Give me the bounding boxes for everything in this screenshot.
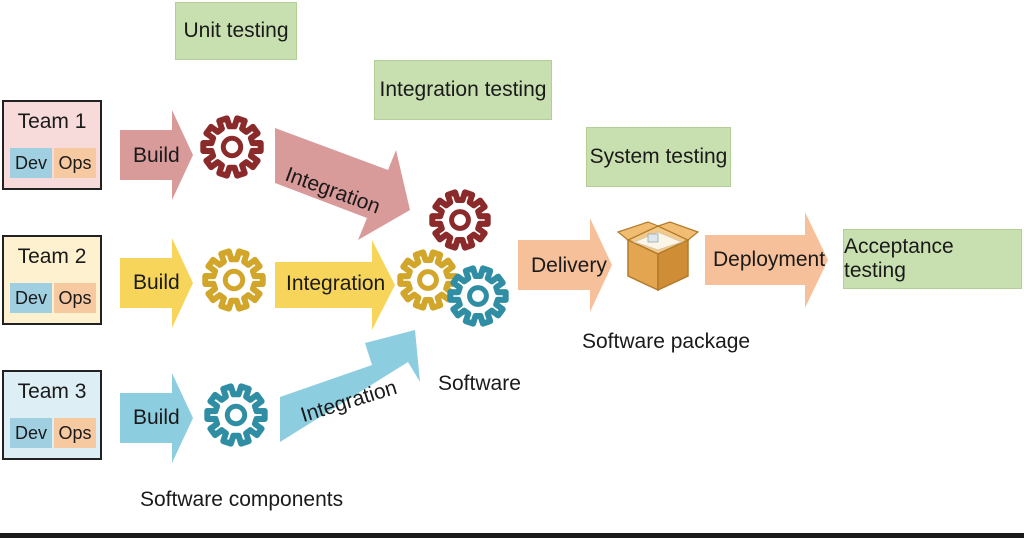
deployment-label: Deployment [713,248,826,271]
dev-tag: Dev [10,418,52,448]
system-testing-box: System testing [586,127,731,187]
build-label-1: Build [133,144,180,167]
integration-arrow-blue [280,330,420,442]
integration-arrow-yellow [275,240,395,330]
ops-tag: Ops [54,148,96,178]
build-arrow-team-2 [120,238,193,328]
ops-tag: Ops [54,283,96,313]
integration-label-yellow: Integration [286,272,386,295]
software-package-caption: Software package [582,330,751,353]
ops-tag: Ops [54,418,96,448]
team-name: Team 3 [17,380,87,403]
build-label-3: Build [133,406,180,429]
delivery-label: Delivery [531,254,607,277]
team-card-3: Team 3 Dev Ops [2,370,102,460]
integration-testing-box: Integration testing [374,60,552,120]
package-box-icon [616,221,700,292]
software-components-caption: Software components [140,488,344,511]
team-card-2: Team 2 Dev Ops [2,235,102,325]
unit-testing-box: Unit testing [175,2,297,60]
gear-icon-blue-software [447,265,509,327]
build-arrow-team-1 [120,110,193,200]
gear-icon-yellow-component [202,248,266,312]
dev-tag: Dev [10,283,52,313]
deployment-arrow [705,212,828,308]
acceptance-testing-box: Acceptance testing [843,229,1022,289]
team-name: Team 2 [17,245,87,268]
gear-icon-blue-component [204,383,268,447]
build-label-2: Build [133,271,180,294]
team-card-1: Team 1 Dev Ops [2,100,102,190]
software-caption: Software [438,372,521,395]
team-name: Team 1 [17,110,87,133]
bottom-rule [0,533,1024,538]
gear-icon-red-software [429,189,491,251]
gear-icon-yellow-software [397,249,459,311]
dev-tag: Dev [10,148,52,178]
delivery-arrow [518,218,612,312]
build-arrow-team-3 [120,373,193,463]
integration-arrow-red [275,128,410,240]
gear-icon-red-component [200,115,264,179]
gears-group [200,115,509,447]
